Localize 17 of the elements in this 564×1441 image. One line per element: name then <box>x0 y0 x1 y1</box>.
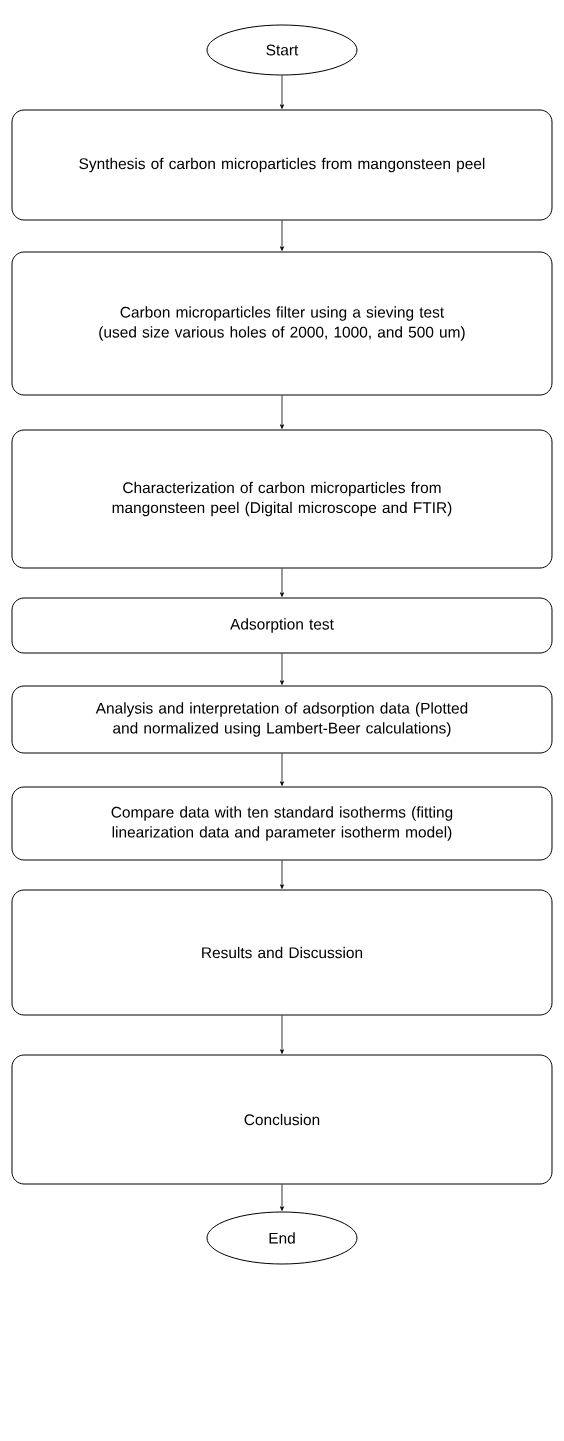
arrow <box>280 220 284 251</box>
arrow <box>280 75 284 109</box>
process-box: Characterization of carbon microparticles from mangonsteen peel (Digital microscope and FTIR) <box>11 429 553 569</box>
process-box: Synthesis of carbon microparticles from mangonsteen peel <box>11 109 553 221</box>
process-box: Adsorption test <box>11 597 553 654</box>
process-box: Conclusion <box>11 1054 553 1185</box>
process-box: Carbon microparticles filter using a sieving test (used size various holes of 2000, 1000, and 500 um) <box>11 251 553 396</box>
arrow <box>280 395 284 429</box>
arrow <box>280 753 284 786</box>
arrow <box>280 1184 284 1211</box>
process-box: Compare data with ten standard isotherms (fitting linearization data and parameter isotherm model) <box>11 786 553 861</box>
arrow <box>280 568 284 597</box>
arrow <box>280 860 284 889</box>
process-box: Results and Discussion <box>11 889 553 1016</box>
arrow <box>280 1015 284 1054</box>
arrow <box>280 653 284 685</box>
process-box: Analysis and interpretation of adsorption data (Plotted and normalized using Lambert-Beer calculations) <box>11 685 553 754</box>
